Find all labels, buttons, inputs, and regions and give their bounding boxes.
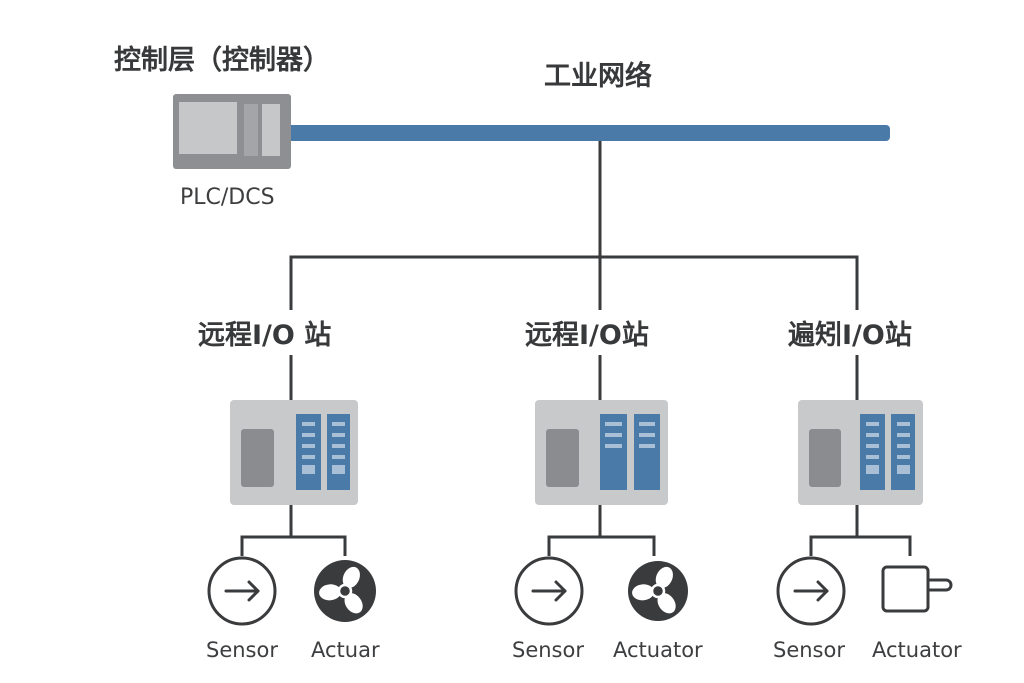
actuator-label: Actuar — [311, 638, 380, 662]
io-card — [600, 414, 627, 490]
sensor-icon — [514, 556, 584, 626]
fan-icon — [314, 560, 376, 622]
network-bus — [286, 125, 890, 141]
device-branch — [547, 535, 656, 556]
device-branch — [809, 535, 912, 556]
network-title: 工业网络 — [544, 61, 652, 92]
io-card — [296, 414, 321, 490]
plc-label: PLC/DCS — [180, 185, 275, 210]
io-module-2 — [535, 400, 668, 505]
station-title: 远程I/O站 — [525, 320, 649, 351]
sensor-icon — [207, 556, 277, 626]
module-display — [809, 429, 841, 487]
plc-slot — [244, 104, 258, 156]
fan-icon — [628, 561, 688, 621]
actuator-label: Actuator — [613, 638, 703, 662]
io-card — [891, 414, 915, 490]
device-branch — [240, 535, 347, 556]
io-card — [860, 414, 885, 490]
sensor-icon — [776, 556, 846, 626]
io-module-3 — [798, 400, 923, 505]
sensor-label: Sensor — [206, 638, 278, 662]
sensor-label: Sensor — [512, 638, 584, 662]
distribution-line — [289, 255, 859, 310]
module-display — [546, 429, 579, 487]
station-title: 遍矧I/O站 — [788, 320, 912, 351]
io-card — [634, 414, 660, 490]
module-display — [241, 429, 274, 487]
sensor-label: Sensor — [773, 638, 845, 662]
plc-screen — [179, 102, 237, 154]
plc-controller — [173, 94, 291, 169]
actuator-label: Actuator — [872, 638, 962, 662]
motor-icon — [881, 565, 953, 613]
control-layer-title: 控制层（控制器） — [114, 45, 330, 76]
station-title: 远程I/O 站 — [198, 320, 332, 351]
connection-lines — [240, 141, 912, 556]
io-module-1 — [230, 400, 358, 505]
plc-slot — [262, 104, 280, 156]
